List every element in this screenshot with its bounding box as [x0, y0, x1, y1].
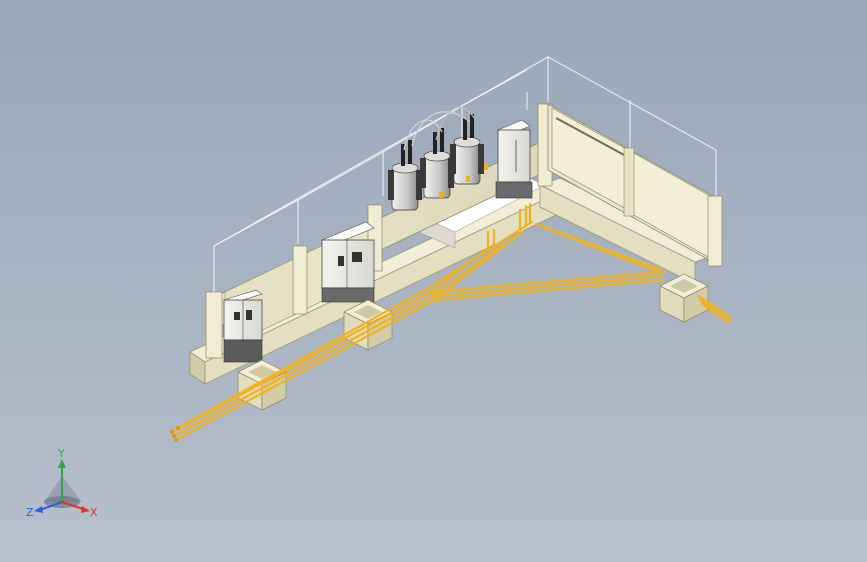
z-axis-label: Z: [26, 506, 34, 519]
coordinate-triad-icon[interactable]: Y X Z: [24, 447, 108, 524]
cable-bundle: [170, 202, 732, 442]
switchgear-cabinet-middle[interactable]: [321, 221, 375, 303]
z-axis-line: [39, 501, 63, 511]
y-axis-label: Y: [57, 448, 65, 460]
x-axis-label: X: [90, 506, 98, 519]
fence-frame: [213, 56, 717, 292]
enclosure-wall-right: [547, 103, 723, 267]
cable-pit-1: [237, 359, 287, 411]
transformer-1: [388, 140, 422, 211]
cable-ends: [170, 426, 180, 442]
foundation-slab-right: [538, 177, 717, 285]
transformer-group[interactable]: [388, 106, 488, 211]
transformer-3: [450, 114, 484, 185]
switchgear-cabinet-left[interactable]: [223, 289, 263, 363]
cable-pit-3: [659, 273, 709, 323]
switchgear-cabinet-right[interactable]: [495, 119, 533, 199]
